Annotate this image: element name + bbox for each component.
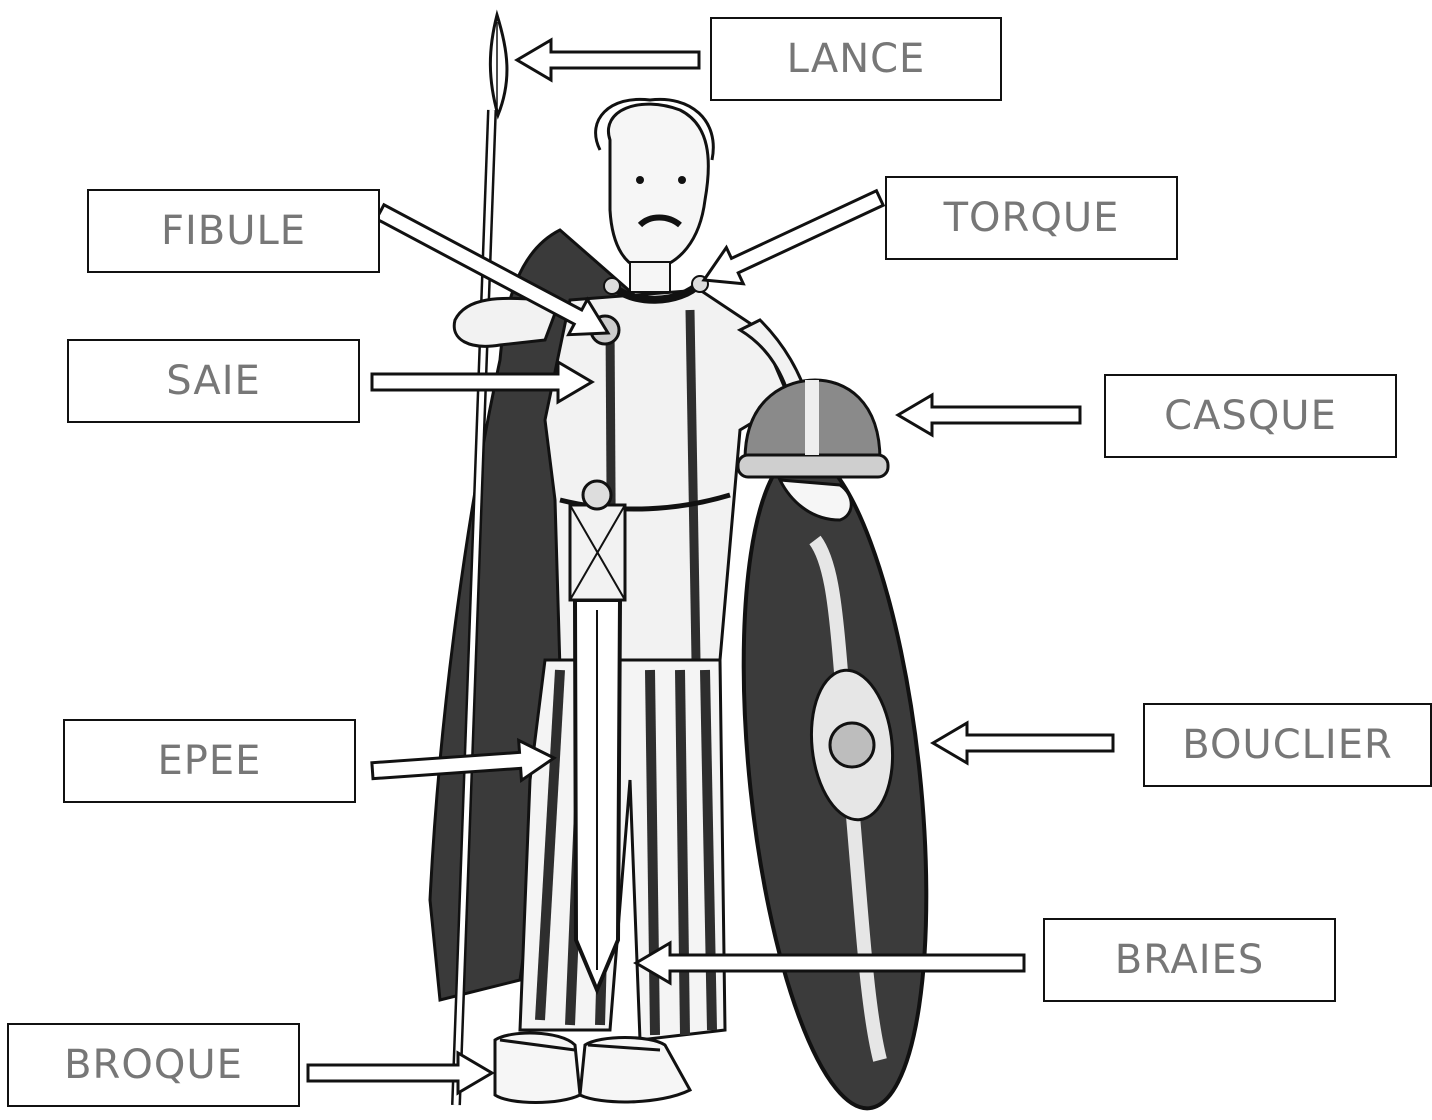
label-bouclier: BOUCLIER: [1143, 703, 1432, 787]
arrow-lance: [517, 40, 699, 80]
label-lance: LANCE: [710, 17, 1002, 101]
label-epee: EPEE: [63, 719, 356, 803]
arrow-torque: [696, 180, 889, 298]
arrow-casque: [898, 395, 1080, 435]
label-casque: CASQUE: [1104, 374, 1397, 458]
arrow-bouclier: [933, 723, 1113, 763]
bouclier-drawing: [716, 443, 954, 1117]
braies-drawing: [520, 660, 725, 1040]
label-broque: BROQUE: [7, 1023, 300, 1107]
broque-drawing: [495, 1033, 690, 1102]
label-fibule: FIBULE: [87, 189, 380, 273]
head-drawing: [596, 99, 714, 270]
label-braies: BRAIES: [1043, 918, 1336, 1002]
arrow-broque: [308, 1053, 492, 1093]
label-saie: SAIE: [67, 339, 360, 423]
epee-drawing: [570, 481, 625, 990]
label-torque: TORQUE: [885, 176, 1178, 260]
